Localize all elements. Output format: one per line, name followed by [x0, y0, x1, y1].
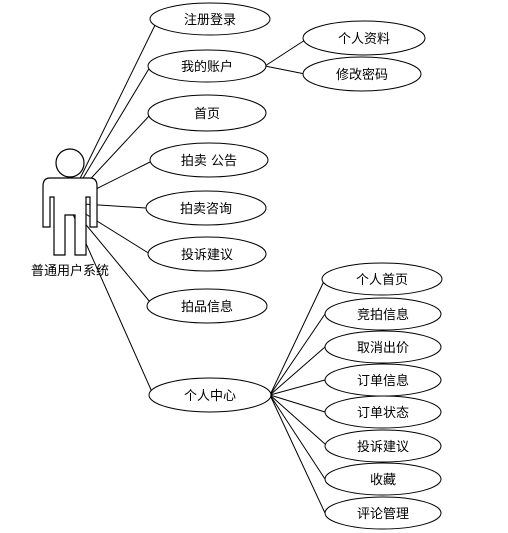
center-edges: [269, 278, 326, 514]
actor-label: 普通用户系统: [31, 263, 109, 279]
usecase-order-status-label: 订单状态: [357, 406, 409, 421]
usecase-personal-center-ellipse[interactable]: [148, 377, 272, 413]
usecase-change-password-label: 修改密码: [336, 67, 388, 83]
usecase-personal-center-label: 个人中心: [184, 389, 236, 404]
edge-account-password: [264, 65, 306, 75]
usecase-personal-home-ellipse[interactable]: [321, 262, 443, 296]
usecase-auction-notice[interactable]: 拍卖 公告: [149, 142, 269, 178]
actor-head: [55, 148, 85, 178]
usecase-auction-consult-label: 拍卖咨询: [180, 202, 232, 217]
edge-center-cancel: [269, 346, 326, 396]
edge-account-profile: [264, 39, 306, 67]
edge-center-order-status: [269, 394, 326, 413]
usecase-personal-home[interactable]: 个人首页: [321, 262, 443, 296]
usecase-complaint-suggestion-2-ellipse[interactable]: [324, 429, 442, 463]
usecase-complaint-suggestion-ellipse[interactable]: [147, 236, 267, 272]
usecase-complaint-suggestion[interactable]: 投诉建议: [147, 236, 267, 272]
edge-center-bidding: [269, 313, 326, 396]
usecase-register-login[interactable]: 注册登录: [149, 2, 271, 36]
usecase-review-management-ellipse[interactable]: [324, 496, 442, 530]
usecase-my-account[interactable]: 我的账户: [147, 49, 267, 83]
edge-center-favorites: [269, 394, 326, 480]
usecase-complaint-suggestion-label: 投诉建议: [181, 247, 233, 263]
usecase-cancel-bid-ellipse[interactable]: [324, 330, 442, 364]
usecase-auction-consult[interactable]: 拍卖咨询: [145, 190, 267, 226]
edge-center-home: [269, 278, 326, 396]
usecase-bidding-info[interactable]: 竞拍信息: [324, 297, 442, 331]
usecase-favorites-label: 收藏: [370, 473, 396, 488]
usecase-lot-info-label: 拍品信息: [181, 299, 233, 315]
usecase-review-management[interactable]: 评论管理: [324, 496, 442, 530]
actor-body: [42, 177, 98, 256]
usecase-register-login-ellipse[interactable]: [149, 2, 271, 36]
usecase-personal-profile[interactable]: 个人资料: [302, 20, 426, 56]
usecase-home-label: 首页: [194, 107, 220, 122]
usecase-personal-profile-label: 个人资料: [338, 32, 390, 47]
usecase-personal-center[interactable]: 个人中心: [148, 377, 272, 413]
edge-center-review: [269, 394, 326, 514]
usecase-auction-consult-ellipse[interactable]: [145, 190, 267, 226]
usecase-bidding-info-label: 竞拍信息: [357, 307, 409, 323]
usecase-auction-notice-label: 拍卖 公告: [181, 154, 237, 169]
usecase-my-account-ellipse[interactable]: [147, 49, 267, 83]
usecase-auction-notice-ellipse[interactable]: [149, 142, 269, 178]
actor-figure: 普通用户系统: [31, 148, 109, 279]
usecase-cancel-bid-label: 取消出价: [357, 341, 409, 356]
usecase-complaint-suggestion-2[interactable]: 投诉建议: [324, 429, 442, 463]
edge-center-order-info: [269, 379, 326, 396]
usecase-personal-home-label: 个人首页: [356, 273, 408, 288]
usecase-favorites-ellipse[interactable]: [324, 462, 442, 496]
usecase-lot-info[interactable]: 拍品信息: [146, 288, 268, 324]
account-edges: [264, 39, 306, 75]
usecase-register-login-label: 注册登录: [184, 13, 236, 28]
usecase-lot-info-ellipse[interactable]: [146, 288, 268, 324]
edge-actor-register-login: [67, 18, 159, 204]
usecase-bidding-info-ellipse[interactable]: [324, 297, 442, 331]
usecase-favorites[interactable]: 收藏: [324, 462, 442, 496]
usecase-home-ellipse[interactable]: [147, 94, 267, 132]
usecase-change-password[interactable]: 修改密码: [302, 56, 422, 92]
usecase-order-info[interactable]: 订单信息: [324, 363, 442, 397]
edge-center-complaint: [269, 394, 326, 445]
usecase-change-password-ellipse[interactable]: [302, 56, 422, 92]
usecase-order-status-ellipse[interactable]: [324, 395, 442, 429]
usecase-complaint-suggestion-2-label: 投诉建议: [357, 439, 409, 455]
usecase-order-status[interactable]: 订单状态: [324, 395, 442, 429]
usecase-review-management-label: 评论管理: [357, 507, 409, 522]
usecase-personal-profile-ellipse[interactable]: [302, 20, 426, 56]
usecase-order-info-label: 订单信息: [357, 373, 409, 389]
usecase-home[interactable]: 首页: [147, 94, 267, 132]
usecase-my-account-label: 我的账户: [181, 59, 233, 75]
usecase-cancel-bid[interactable]: 取消出价: [324, 330, 442, 364]
